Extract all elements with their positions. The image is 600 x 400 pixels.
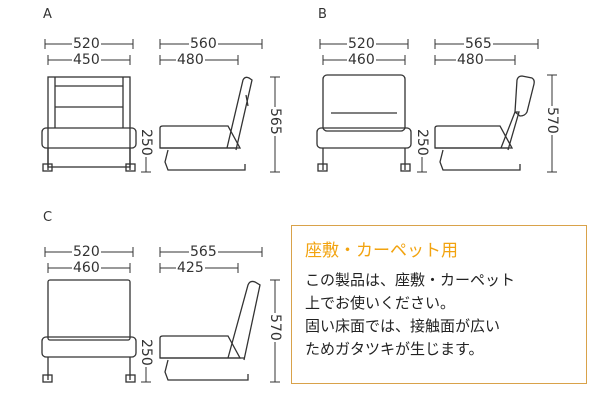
- dim-c-front-inner: 460: [72, 260, 101, 276]
- dim-b-side-inner: 480: [456, 52, 485, 68]
- usage-note-line-4: ためガタツキが生じます。: [305, 340, 484, 358]
- chair-b-side-view: [434, 75, 535, 171]
- dim-a-front-width: 520: [72, 36, 101, 52]
- dim-b-total-height: 570: [544, 106, 560, 135]
- dim-c-seat-height: 250: [138, 338, 154, 367]
- chair-c-dimension-lines: [44, 247, 280, 383]
- chair-b-front-view: [316, 74, 412, 172]
- dim-b-side-depth: 565: [464, 36, 493, 52]
- dim-a-side-depth: 560: [189, 36, 218, 52]
- variant-label-c: C: [43, 210, 53, 225]
- usage-note-box: 座敷・カーペット用 この製品は、座敷・カーペット 上でお使いください。 固い床面…: [291, 225, 587, 384]
- dim-c-front-width: 520: [72, 244, 101, 260]
- usage-note-line-2: 上でお使いください。: [305, 294, 456, 312]
- usage-note-title: 座敷・カーペット用: [305, 241, 458, 261]
- dim-b-front-inner: 460: [347, 52, 376, 68]
- chair-a-front-view: [41, 76, 137, 172]
- dim-c-total-height: 570: [267, 313, 283, 342]
- chair-c-side-view: [159, 280, 261, 381]
- dim-b-seat-height: 250: [414, 128, 430, 157]
- dim-a-side-inner: 480: [176, 52, 205, 68]
- variant-label-a: A: [43, 7, 52, 22]
- usage-note-line-1: この製品は、座敷・カーペット: [305, 271, 516, 289]
- usage-note-text: この製品は、座敷・カーペット 上でお使いください。 固い床面では、接触面が広い …: [305, 269, 515, 361]
- chair-a-side-view: [159, 76, 253, 171]
- dim-c-side-inner: 425: [176, 260, 205, 276]
- dim-a-total-height: 565: [267, 107, 283, 136]
- dim-c-side-depth: 565: [189, 244, 218, 260]
- chair-c-front-view: [41, 279, 137, 383]
- dim-a-front-inner: 450: [72, 52, 101, 68]
- variant-label-b: B: [318, 7, 327, 22]
- usage-note-line-3: 固い床面では、接触面が広い: [305, 317, 501, 335]
- dim-a-seat-height: 250: [138, 128, 154, 157]
- dim-b-front-width: 520: [347, 36, 376, 52]
